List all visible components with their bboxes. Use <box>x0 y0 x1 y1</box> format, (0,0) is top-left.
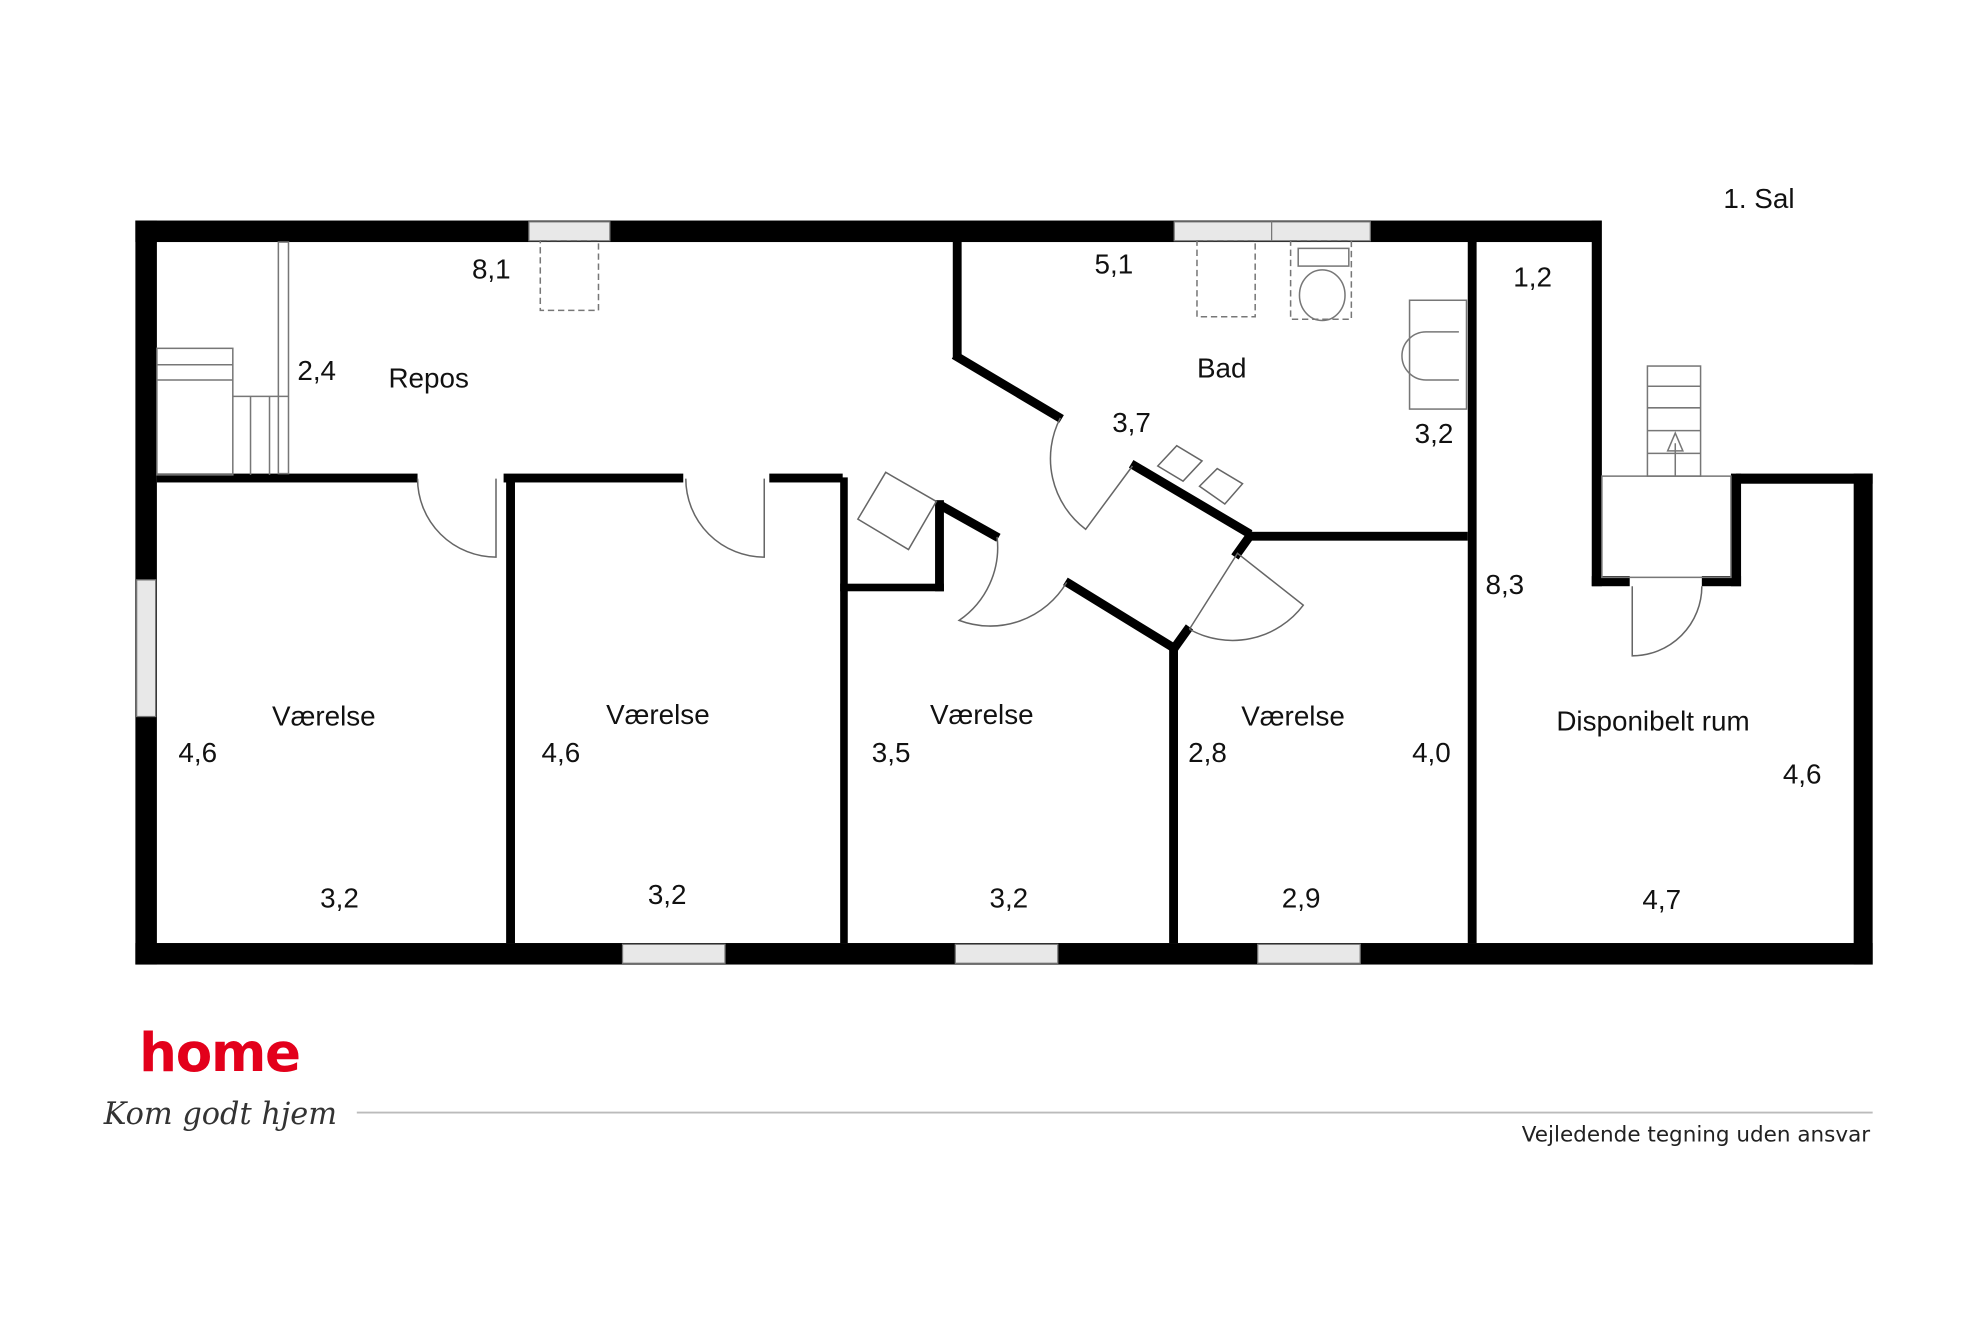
dimension: 3,2 <box>320 883 359 914</box>
toilet-icon <box>1298 269 1346 322</box>
dimension: 1,2 <box>1513 261 1552 292</box>
brand-name: home <box>139 1022 300 1084</box>
dimension: 3,2 <box>1415 418 1454 449</box>
room-name-vaerelse: Værelse <box>272 700 376 731</box>
room-name-disponibelt-rum: Disponibelt rum <box>1556 705 1749 736</box>
dimension: 3,7 <box>1112 407 1151 438</box>
dimension: 4,0 <box>1412 737 1451 768</box>
room-name-repos: Repos <box>388 363 468 394</box>
room-name-vaerelse: Værelse <box>606 699 710 730</box>
dimension: 4,6 <box>1783 759 1822 790</box>
dimension: 4,6 <box>542 737 581 768</box>
stair-icon <box>156 241 1732 579</box>
dimension: 5,1 <box>1094 249 1133 280</box>
dimension: 2,8 <box>1188 737 1227 768</box>
room-name-vaerelse: Værelse <box>1241 700 1345 731</box>
dimension: 3,2 <box>648 879 687 910</box>
room-name-bad: Bad <box>1197 352 1247 383</box>
dimension: 8,3 <box>1485 569 1524 600</box>
room-name-vaerelse: Værelse <box>930 699 1034 730</box>
dimension: 3,5 <box>872 737 911 768</box>
brand-tagline: Kom godt hjem <box>103 1097 337 1132</box>
dimension: 4,6 <box>178 737 217 768</box>
windows <box>136 221 1371 964</box>
fixtures <box>156 240 1732 579</box>
dimension: 8,1 <box>472 254 511 285</box>
home-logo: home Kom godt hjem <box>103 1022 337 1132</box>
disclaimer: Vejledende tegning uden ansvar <box>1522 1123 1871 1148</box>
walls <box>135 220 1873 965</box>
floor-label: 1. Sal <box>1723 183 1794 214</box>
dimension: 3,2 <box>989 883 1028 914</box>
dimension: 2,4 <box>297 355 336 386</box>
sink-icon <box>1408 299 1468 410</box>
doors <box>416 417 1703 657</box>
dimension: 2,9 <box>1282 883 1321 914</box>
dimension: 4,7 <box>1642 884 1681 915</box>
